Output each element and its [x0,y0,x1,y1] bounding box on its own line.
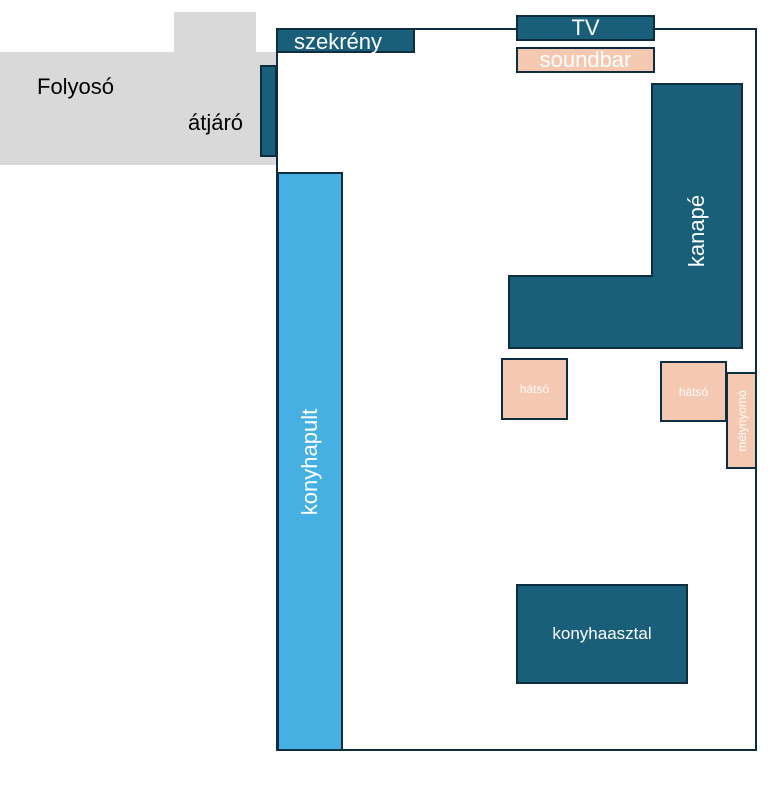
rear-speaker-right-label: hátsó [678,384,709,399]
sofa-shape [508,83,743,349]
wardrobe [276,28,415,53]
soundbar: soundbar [516,47,655,73]
corridor-top-block [174,12,256,54]
subwoofer-label: mélynyomó [734,389,749,452]
corridor-area [0,52,278,165]
corridor-label: Folyosó [37,74,115,99]
passage-label: átjáró [188,110,244,135]
sofa: kanapé [508,83,743,349]
passage-door [260,65,277,157]
rear-speaker-left-label: hátsó [519,382,550,396]
soundbar-label: soundbar [539,47,632,72]
kitchen-table: konyhaasztal [516,584,688,684]
kitchen-counter-label: konyhapult [297,408,322,515]
tv: TV [516,15,655,41]
sofa-label: kanapé [684,194,709,268]
rear-speaker-right: hátsó [660,361,727,422]
kitchen-counter: konyhapult [277,172,343,751]
kitchen-table-label: konyhaasztal [552,624,652,643]
rear-speaker-left: hátsó [501,358,568,420]
subwoofer: mélynyomó [726,372,757,469]
wardrobe-label: szekrény [294,29,383,54]
tv-label: TV [571,15,600,40]
